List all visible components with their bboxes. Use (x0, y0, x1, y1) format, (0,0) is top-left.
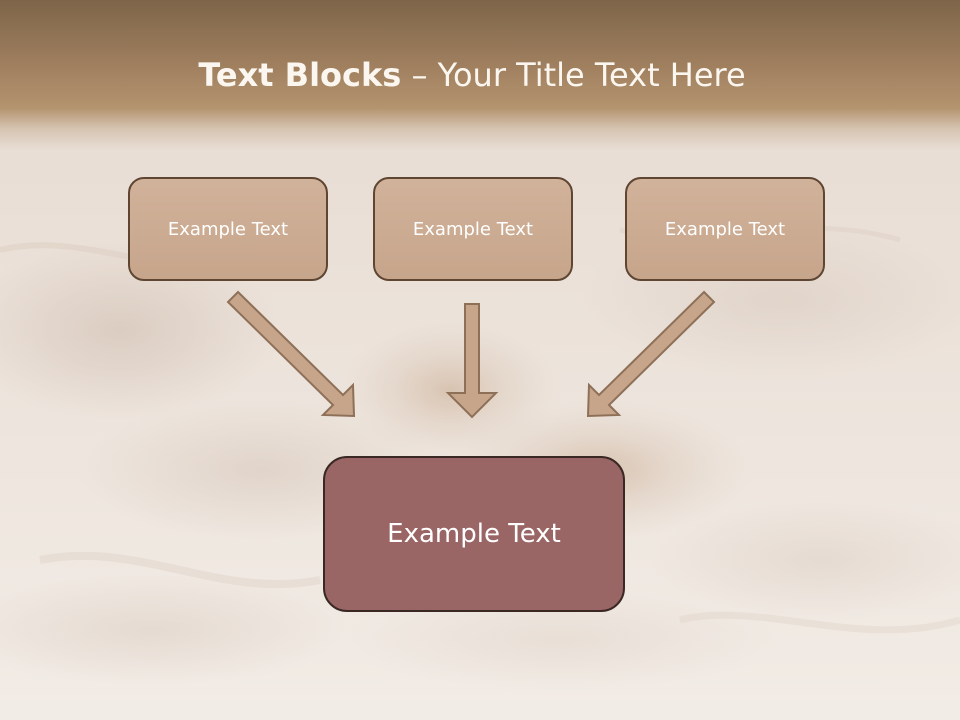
text-block-right[interactable]: Example Text (625, 177, 825, 281)
text-block-center[interactable]: Example Text (373, 177, 573, 281)
text-block-right-label: Example Text (664, 218, 786, 240)
header-band (0, 0, 960, 150)
arrow-left (226, 290, 356, 418)
title-rest: Your Title Text Here (437, 56, 746, 94)
text-block-main-label: Example Text (387, 519, 561, 549)
arrow-right (586, 290, 716, 418)
text-block-left-label: Example Text (167, 218, 289, 240)
title-bold-part: Text Blocks (198, 56, 402, 94)
text-block-center-label: Example Text (412, 218, 534, 240)
arrow-center (445, 303, 499, 419)
slide-title: Text Blocks – Your Title Text Here (0, 52, 944, 98)
text-block-main[interactable]: Example Text (323, 456, 625, 612)
text-block-left[interactable]: Example Text (128, 177, 328, 281)
title-dash: – (401, 56, 438, 94)
